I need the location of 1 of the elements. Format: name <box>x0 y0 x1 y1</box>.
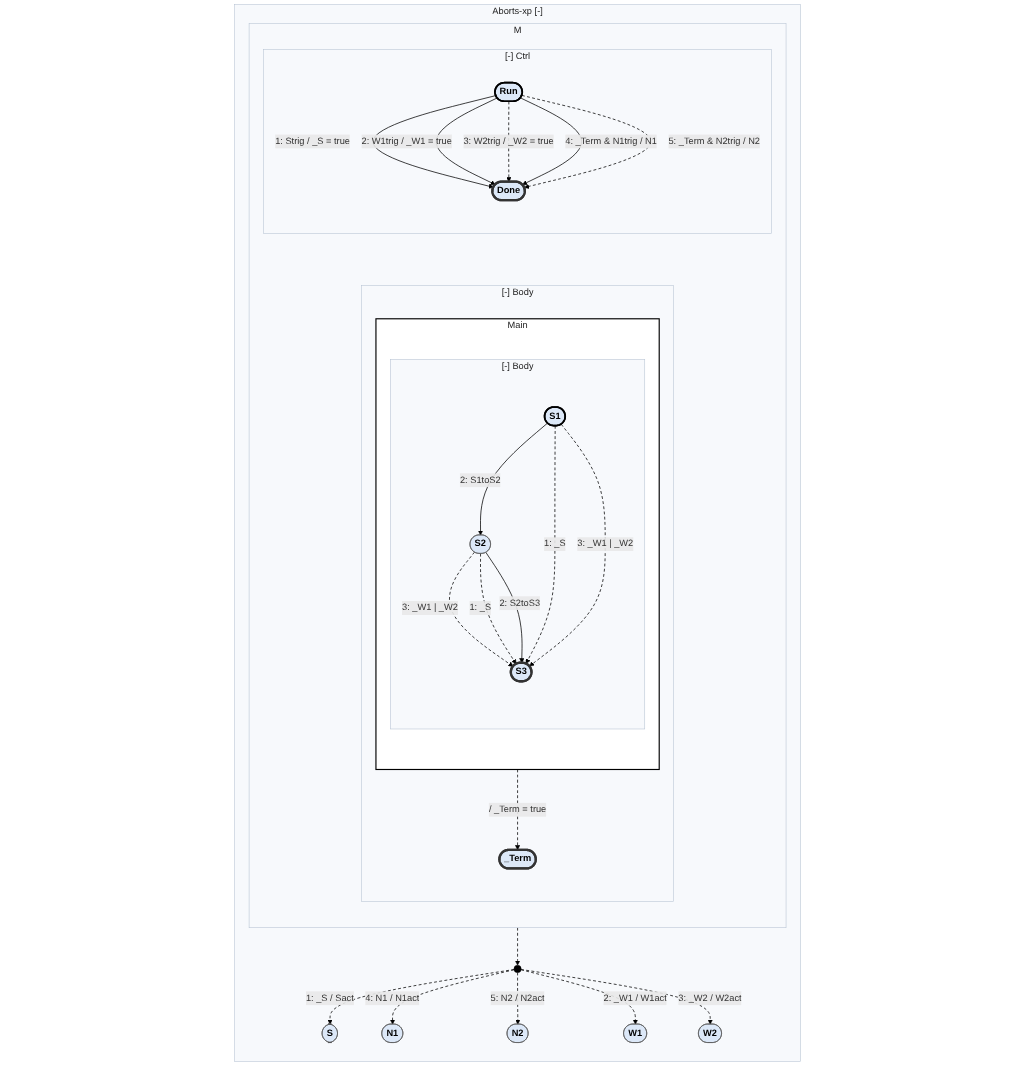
node-circle <box>514 965 522 973</box>
